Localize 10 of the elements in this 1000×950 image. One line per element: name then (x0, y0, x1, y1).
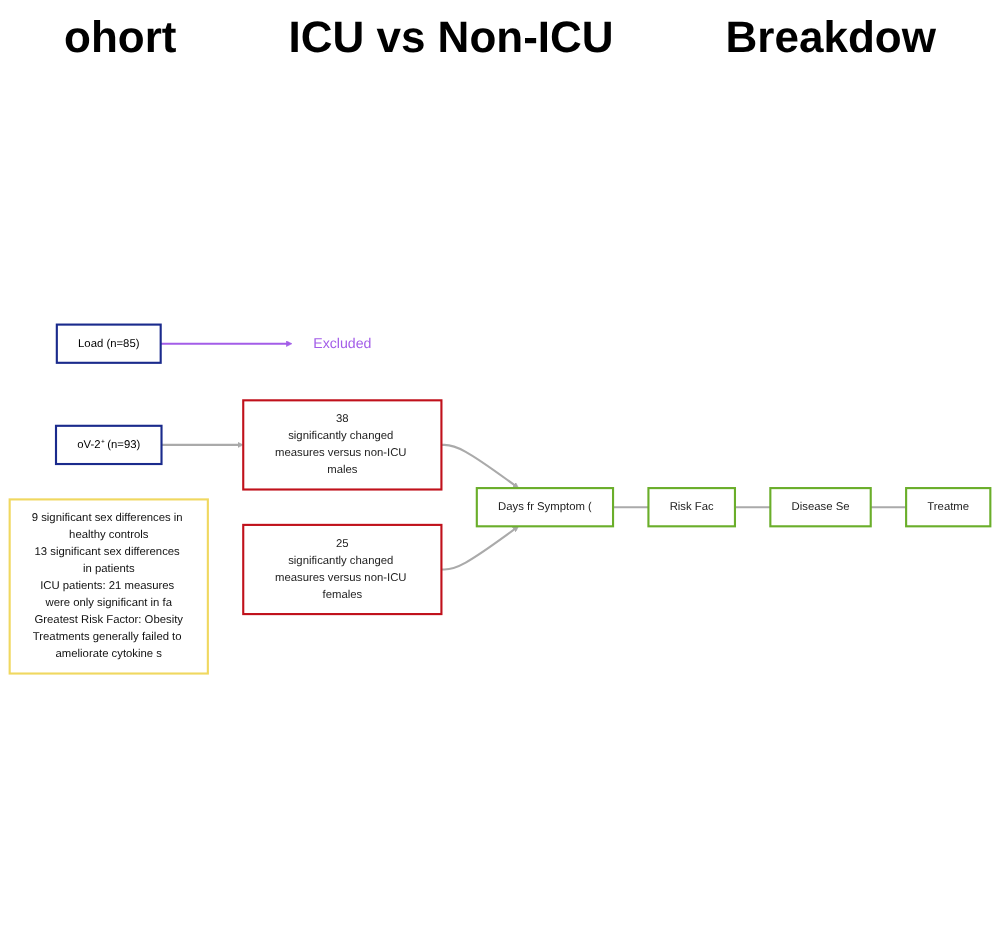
connector (613, 506, 649, 509)
arrow (441, 526, 519, 571)
column-heading: ohort (64, 12, 177, 64)
connector (734, 506, 771, 509)
connector (870, 506, 907, 509)
arrow (160, 340, 293, 347)
column-heading: ICU vs Non-ICU (288, 12, 614, 64)
arrow (441, 443, 519, 489)
column-heading: Breakdow (725, 12, 936, 64)
arrow (161, 441, 244, 449)
